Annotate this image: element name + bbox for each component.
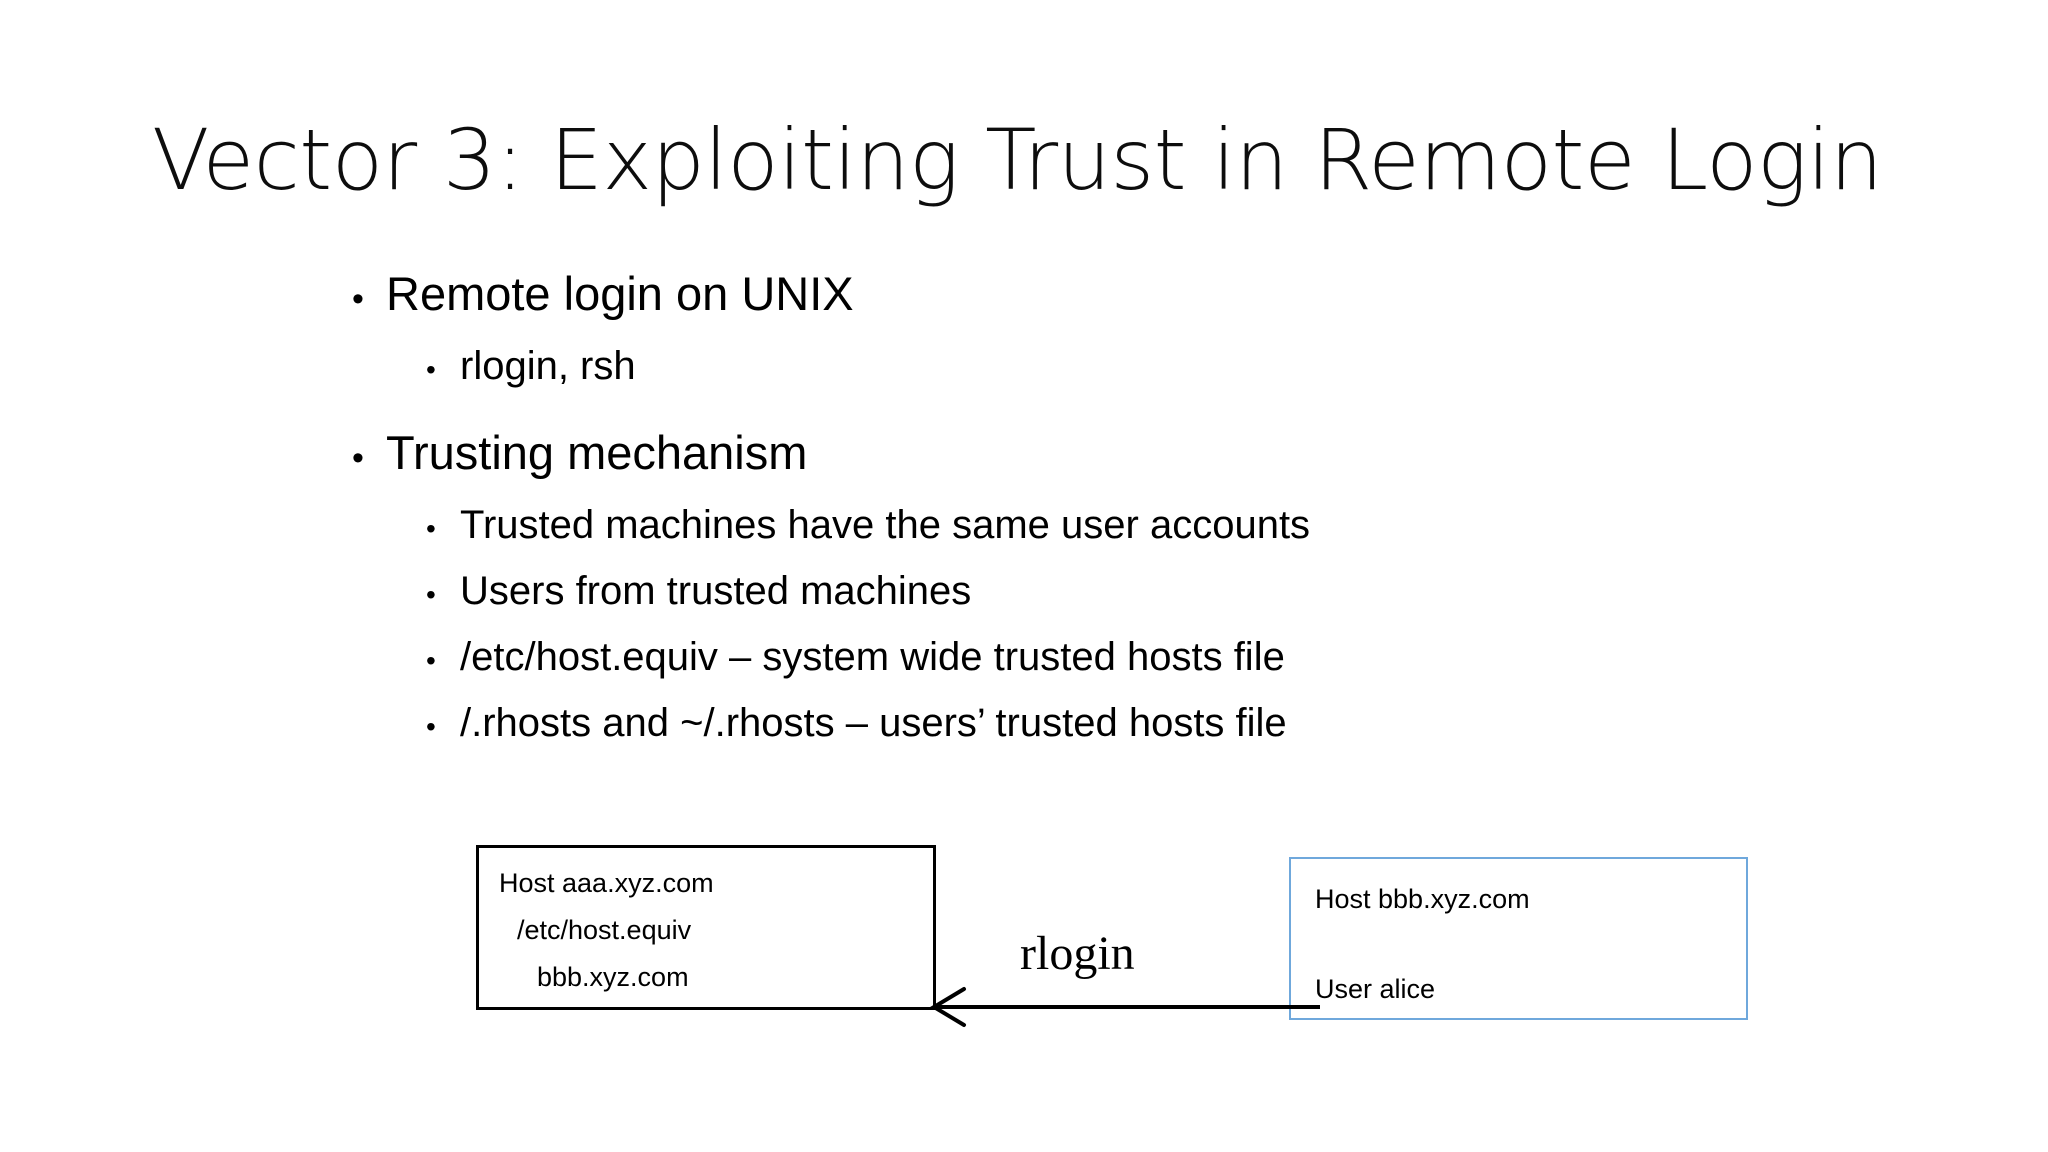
host-aaa-file-path: /etc/host.equiv	[517, 915, 692, 945]
node-spacer	[1315, 917, 1746, 971]
page-title: Vector 3: Exploiting Trust in Remote Log…	[152, 111, 1883, 209]
bullet-marker-icon: •	[426, 711, 436, 742]
list-item-label: rlogin, rsh	[460, 344, 636, 388]
bullet-marker-icon: •	[426, 645, 436, 676]
host-aaa-node: Host aaa.xyz.com /etc/host.equiv bbb.xyz…	[476, 845, 936, 1010]
list-item-label: /.rhosts and ~/.rhosts – users’ trusted …	[460, 701, 1287, 745]
list-item: • /etc/host.equiv – system wide trusted …	[352, 626, 1752, 692]
bullet-marker-icon: •	[352, 280, 364, 318]
list-item-label: Remote login on UNIX	[386, 267, 854, 320]
list-item-label: Trusted machines have the same user acco…	[460, 503, 1311, 547]
list-item: • /.rhosts and ~/.rhosts – users’ truste…	[352, 692, 1752, 758]
list-item: • Users from trusted machines	[352, 560, 1752, 626]
list-item: • Trusted machines have the same user ac…	[352, 494, 1752, 560]
bullet-marker-icon: •	[426, 513, 436, 544]
edge-label-rlogin: rlogin	[1020, 927, 1135, 980]
list-item-label: /etc/host.equiv – system wide trusted ho…	[460, 635, 1285, 679]
host-bbb-name: Host bbb.xyz.com	[1315, 884, 1530, 914]
bullet-list: • Remote login on UNIX • rlogin, rsh • T…	[352, 258, 1752, 758]
host-aaa-trusted-host-entry: bbb.xyz.com	[537, 962, 689, 992]
list-item: • Trusting mechanism	[352, 417, 1752, 494]
host-bbb-node: Host bbb.xyz.com User alice	[1289, 857, 1748, 1020]
list-item-label: Users from trusted machines	[460, 569, 972, 613]
bullet-marker-icon: •	[352, 439, 364, 477]
list-item: • Remote login on UNIX	[352, 258, 1752, 335]
list-item-label: Trusting mechanism	[386, 426, 808, 479]
host-aaa-name: Host aaa.xyz.com	[499, 868, 714, 898]
bullet-marker-icon: •	[426, 354, 436, 385]
rlogin-arrow-icon	[930, 987, 1320, 1027]
bullet-marker-icon: •	[426, 579, 436, 610]
host-bbb-user: User alice	[1315, 974, 1436, 1004]
list-item: • rlogin, rsh	[352, 335, 1752, 401]
